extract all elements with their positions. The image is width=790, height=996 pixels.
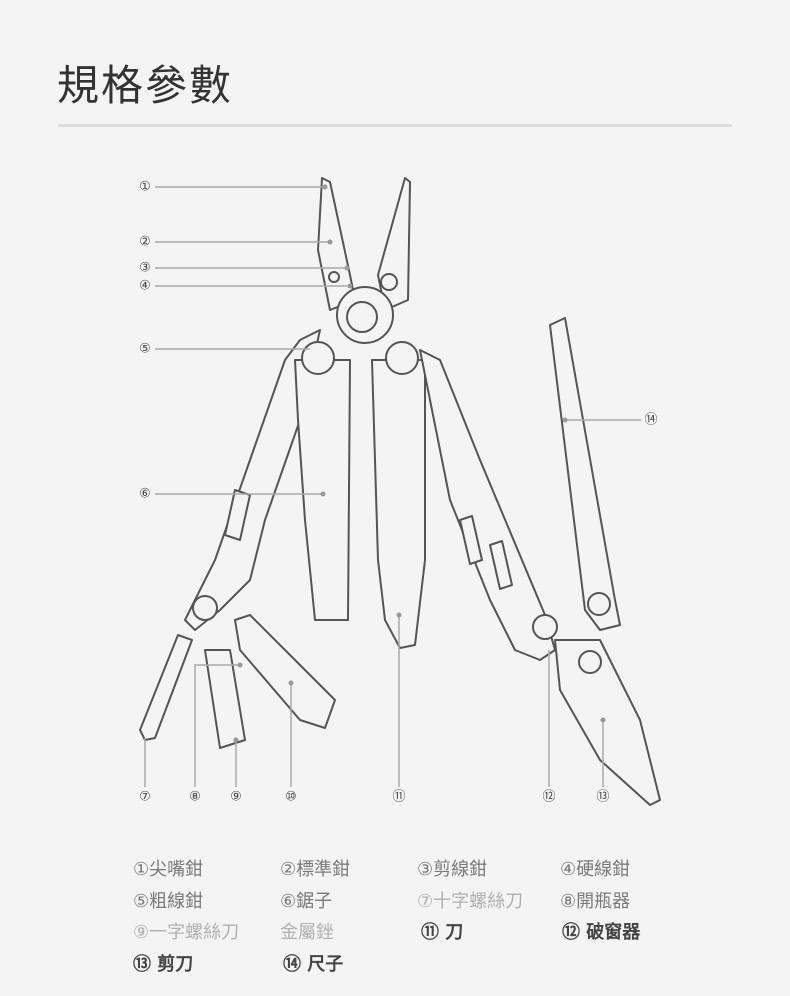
divider [58, 124, 732, 127]
ruler [549, 317, 621, 631]
callout-3: ③ [139, 261, 151, 276]
callout-11: ⑪ [392, 790, 405, 805]
right-jaw [377, 177, 411, 311]
callout-13: ⑬ [596, 790, 609, 805]
legend-item: ⑦十字螺絲刀 [417, 891, 524, 912]
file [234, 614, 336, 729]
saw-blade [294, 359, 351, 621]
legend-item: ④硬線鉗 [560, 859, 631, 880]
callout-14: ⑭ [644, 413, 657, 428]
legend-item: ⑤粗線鉗 [133, 891, 204, 912]
callout-7: ⑦ [139, 790, 151, 805]
callout-9: ⑨ [230, 790, 242, 805]
right-handle [419, 349, 556, 661]
callout-2: ② [139, 235, 151, 250]
legend-item: ①尖嘴鉗 [133, 859, 204, 880]
flat-driver [204, 649, 246, 749]
callout-8: ⑧ [189, 790, 201, 805]
left-jaw [317, 177, 356, 311]
callout-4: ④ [139, 279, 151, 294]
legend-item: ⑪ 刀 [421, 922, 464, 943]
callout-12: ⑫ [542, 790, 555, 805]
legend-item: 金屬銼 [280, 922, 334, 943]
legend-item: ③剪線鉗 [417, 859, 488, 880]
legend-item: ②標準鉗 [280, 859, 351, 880]
legend-item: ⑬ 剪刀 [133, 954, 194, 975]
legend-item: ⑨一字螺絲刀 [133, 922, 240, 943]
legend-item: ⑥鋸子 [280, 891, 333, 912]
legend-item: ⑧開瓶器 [560, 891, 631, 912]
page-title: 規格參數 [57, 61, 234, 110]
scissors [554, 639, 661, 806]
callout-10: ⑩ [285, 790, 297, 805]
legend-item: ⑭ 尺子 [283, 954, 344, 975]
callout-5: ⑤ [139, 342, 151, 357]
knife-blade [371, 359, 426, 649]
callout-1: ① [139, 180, 151, 195]
callout-6: ⑥ [139, 487, 151, 502]
phillips-driver [139, 634, 193, 741]
legend-item: ⑫ 破窗器 [562, 922, 641, 943]
